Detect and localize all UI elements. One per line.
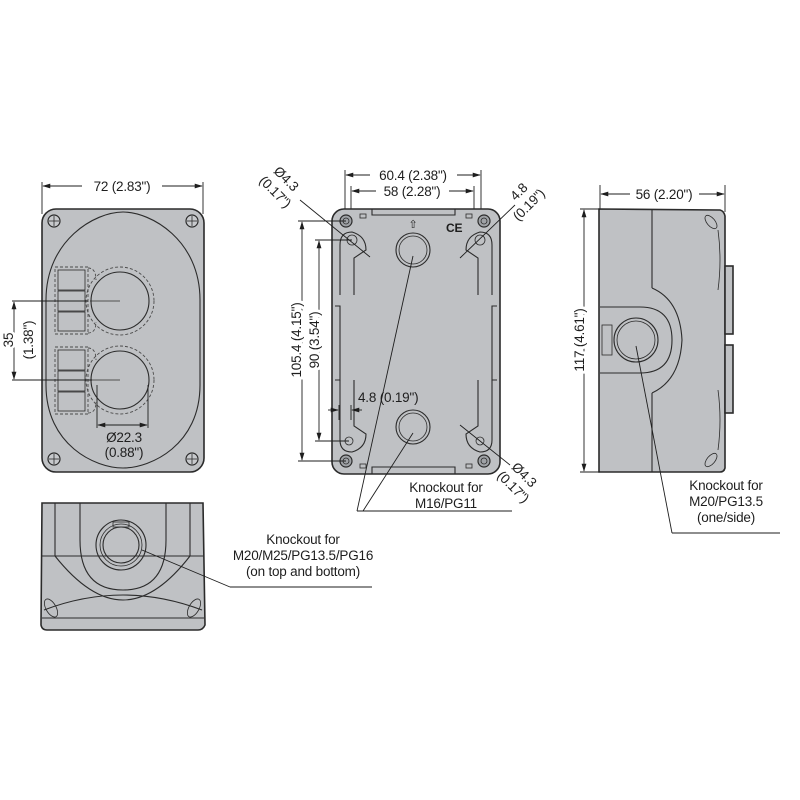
- front-view: 72 (2.83"): [0, 179, 205, 473]
- back-enclosure-body: [331, 208, 501, 475]
- front-enclosure-body: [41, 208, 205, 473]
- back-knockout-callout: Knockout for M16/PG11: [356, 255, 512, 512]
- screw-icon: [47, 214, 199, 466]
- side-grip-top: [704, 214, 718, 230]
- top-knockout-line1: Knockout for: [266, 532, 340, 547]
- back-knockout-line1: Knockout for: [409, 480, 483, 495]
- ce-mark-icon: CE: [446, 221, 462, 235]
- up-arrow-icon: ⇧: [408, 219, 417, 231]
- back-outer-height-label: 105.4 (4.15"): [289, 303, 304, 378]
- side-width-dimension: 56 (2.20"): [599, 185, 726, 212]
- side-knockout-callout: Knockout for M20/PG13.5 (one/side): [635, 345, 780, 534]
- top-enclosure-body: [40, 502, 206, 631]
- side-knockout: [613, 317, 659, 363]
- side-enclosure-body: [598, 208, 726, 473]
- side-height-label: 117 (4.61"): [572, 308, 587, 371]
- back-height-dimensions: 105.4 (4.15") 90 (3.54"): [286, 220, 352, 462]
- side-grip-bottom: [704, 452, 718, 468]
- side-width-label: 56 (2.20"): [636, 187, 693, 202]
- top-knockout-callout: Knockout for M20/M25/PG13.5/PG16 (on top…: [141, 532, 373, 588]
- back-offset-label: 4.8 (0.19"): [358, 390, 418, 405]
- back-knockout-line2: M16/PG11: [415, 496, 477, 511]
- top-knockout: [95, 519, 147, 571]
- front-hole-dimension: Ø22.3 (0.88"): [96, 385, 149, 460]
- side-view: 56 (2.20") 117 (4.61") Knockout for M20/…: [569, 185, 780, 534]
- side-knockout-line2: M20/PG13.5: [689, 494, 763, 509]
- top-knockout-line3: (on top and bottom): [246, 564, 360, 579]
- front-width-label: 72 (2.83"): [94, 179, 151, 194]
- back-knockout-top: [395, 232, 431, 268]
- front-pitch-dimension: 35 (1.38"): [0, 300, 92, 381]
- top-knockout-line2: M20/M25/PG13.5/PG16: [233, 548, 373, 563]
- side-knockout-line1: Knockout for: [689, 478, 763, 493]
- side-knockout-line3: (one/side): [697, 510, 755, 525]
- front-cover-outline: [45, 211, 201, 469]
- back-inner-height-label: 90 (3.54"): [307, 312, 322, 369]
- back-view: 60.4 (2.38") 58 (2.28"): [256, 163, 548, 512]
- back-inner-width-label: 58 (2.28"): [384, 184, 441, 199]
- front-pitch-in-label: (1.38"): [21, 321, 36, 360]
- side-height-dimension: 117 (4.61"): [569, 208, 600, 473]
- top-view: Knockout for M20/M25/PG13.5/PG16 (on top…: [40, 502, 373, 631]
- back-offset-dimension: 4.8 (0.19"): [328, 390, 419, 420]
- back-width-dimensions: 60.4 (2.38") 58 (2.28"): [344, 168, 482, 222]
- front-hole-mm-label: Ø22.3: [106, 430, 142, 445]
- front-hole-in-label: (0.88"): [105, 445, 144, 460]
- front-width-dimension: 72 (2.83"): [41, 179, 204, 214]
- back-outer-width-label: 60.4 (2.38"): [379, 168, 447, 183]
- front-pitch-mm-label: 35: [1, 333, 16, 348]
- back-knockout-bottom: [395, 409, 431, 445]
